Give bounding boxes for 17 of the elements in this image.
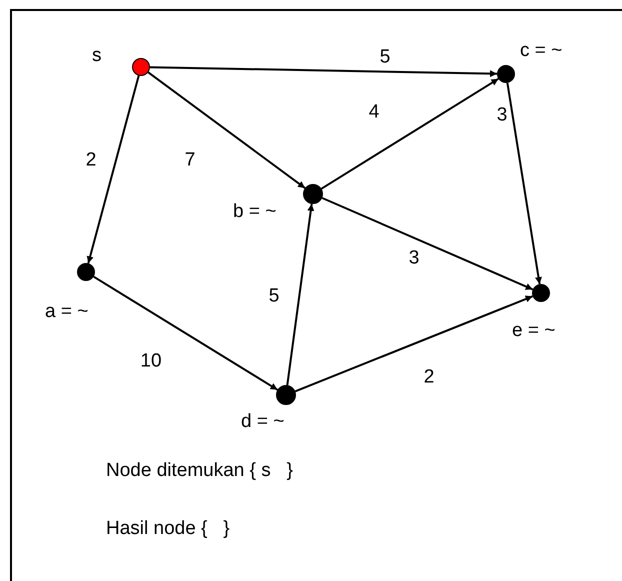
arrow [86, 75, 140, 264]
note-text: Hasil node { } [106, 519, 230, 538]
vertex-label: c = ~ [520, 41, 562, 60]
arrow [148, 72, 306, 189]
arrow [322, 197, 534, 290]
arrow [93, 276, 278, 391]
arrow [294, 295, 533, 392]
arrow [150, 66, 498, 78]
vertex-label: e = ~ [512, 321, 556, 340]
note-text: Node ditemukan { s } [106, 461, 293, 480]
vertex-label: a = ~ [45, 302, 88, 321]
arrow [286, 204, 314, 386]
vertex-label: b = ~ [233, 202, 276, 221]
arrow [320, 78, 499, 190]
arrow [506, 82, 542, 284]
vertex-label: s [92, 46, 102, 65]
vertex-label: d = ~ [241, 412, 284, 431]
